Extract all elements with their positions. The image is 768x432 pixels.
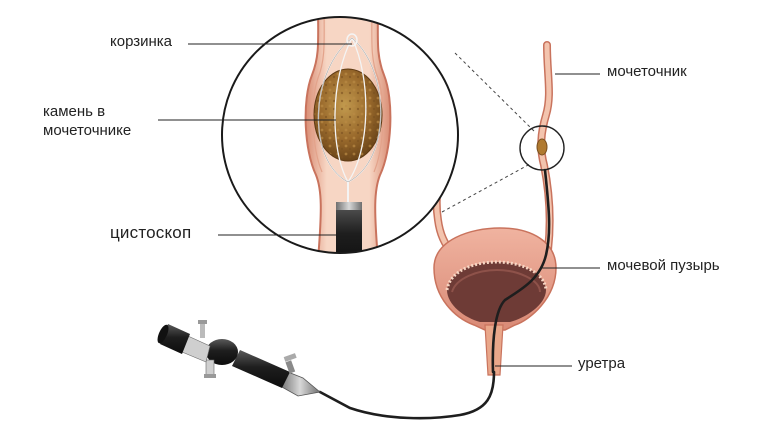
leader-lines bbox=[158, 43, 600, 367]
label-ureter-stone-line1: камень в bbox=[43, 103, 106, 120]
cystoscope-handle bbox=[157, 320, 321, 397]
label-ureter-stone-line2: мочеточнике bbox=[43, 122, 132, 139]
label-urethra: уретра bbox=[578, 355, 626, 372]
label-bladder: мочевой пузырь bbox=[607, 257, 720, 274]
zoom-connector-lines bbox=[441, 52, 536, 213]
label-cystoscope: цистоскоп bbox=[110, 223, 192, 242]
label-basket: корзинка bbox=[110, 33, 173, 50]
bladder bbox=[433, 227, 557, 376]
zoom-view bbox=[221, 16, 459, 254]
magnifier-small-circle bbox=[519, 125, 565, 171]
flexible-scope-inner bbox=[491, 168, 551, 374]
label-ureter-stone: камень в мочеточнике bbox=[43, 102, 131, 140]
label-ureter: мочеточник bbox=[607, 63, 687, 80]
ureter-stone-small bbox=[536, 138, 548, 156]
scope-cable bbox=[318, 370, 496, 420]
